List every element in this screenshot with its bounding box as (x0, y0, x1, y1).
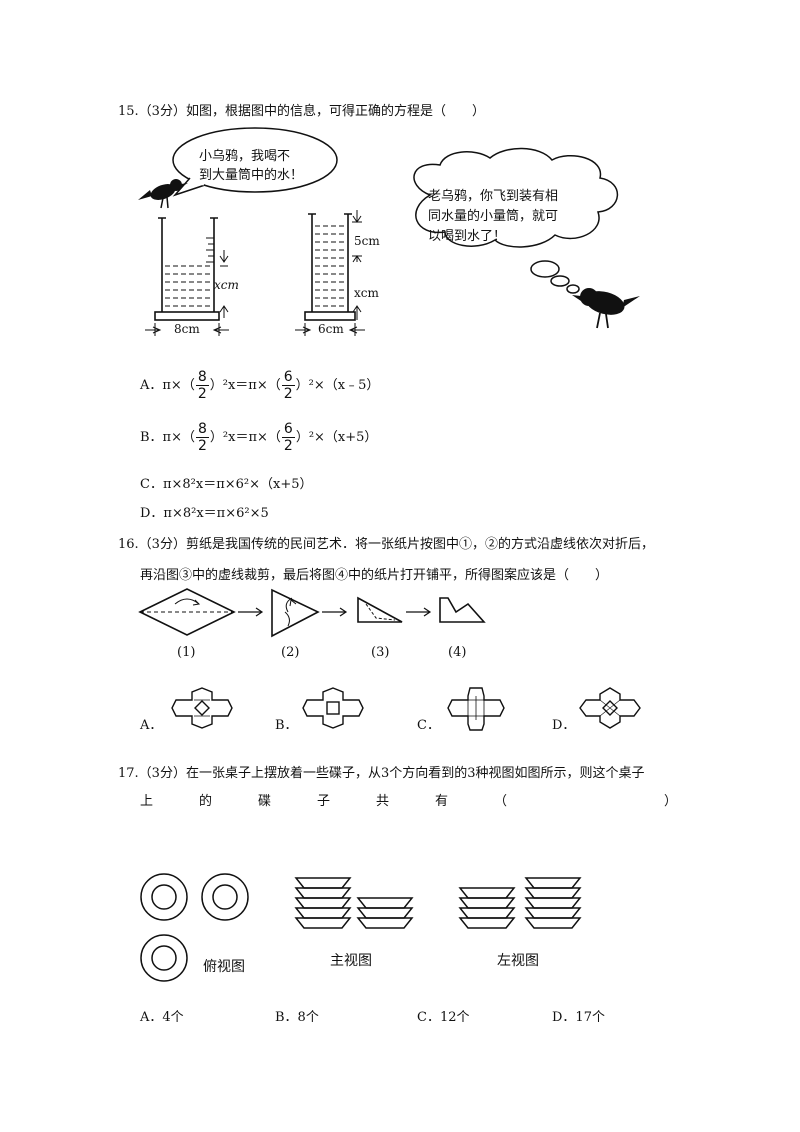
q16-stem-line2: 再沿图③中的虚线裁剪，最后将图④中的纸片打开铺平，所得图案应该是（ ） (140, 568, 609, 583)
label-8cm: 8cm (174, 322, 200, 336)
q17-option-c[interactable]: C．12个 (417, 1010, 470, 1025)
q17-stem-line2: 上 的 碟 子 共 有 （ ） (140, 794, 678, 809)
label-xcm-left: xcm (214, 278, 239, 292)
label-5cm: 5cm (354, 234, 380, 248)
q15-option-d[interactable]: D．π×8²x＝π×6²×5 (140, 506, 269, 521)
right-bubble-line1: 老乌鸦，你飞到装有相 (428, 189, 559, 204)
right-thought-cloud (413, 147, 619, 294)
pattern-b (302, 687, 364, 729)
q16-option-a[interactable]: A． (140, 718, 163, 733)
q17-option-d[interactable]: D．17个 (552, 1010, 605, 1025)
label-6cm: 6cm (318, 322, 344, 336)
step-label-2: (2) (281, 645, 300, 660)
front-view-stacks (294, 877, 414, 929)
step-label-1: (1) (177, 645, 196, 660)
small-cylinder (295, 210, 365, 336)
bird-right-icon (572, 288, 640, 329)
left-bubble-line2: 到大量筒中的水！ (199, 168, 304, 183)
step-label-4: (4) (448, 645, 467, 660)
left-bubble-line1: 小乌鸦，我喝不 (199, 149, 291, 164)
left-view-stacks (458, 877, 582, 929)
q16-option-d[interactable]: D． (552, 718, 576, 733)
q15-figure (138, 127, 640, 336)
pattern-d (579, 687, 641, 729)
q17-option-a[interactable]: A．4个 (140, 1010, 184, 1025)
left-speech-bubble (172, 127, 338, 193)
large-cylinder (145, 217, 229, 336)
right-bubble-line2: 同水量的小量筒，就可 (428, 209, 559, 224)
q15-option-c[interactable]: C．π×8²x＝π×6²×（x+5） (140, 477, 313, 492)
view-front-label: 主视图 (330, 953, 372, 969)
q17-option-b[interactable]: B．8个 (275, 1010, 319, 1025)
right-bubble-line3: 以喝到水了！ (428, 229, 507, 244)
label-xcm-right: xcm (354, 286, 379, 300)
q16-stem-line1: 16.（3分）剪纸是我国传统的民间艺术．将一张纸片按图中①，②的方式沿虚线依次对… (118, 537, 654, 552)
q17-stem-line1: 17.（3分）在一张桌子上摆放着一些碟子，从3个方向看到的3种视图如图所示，则这… (118, 766, 645, 781)
q16-folding-steps (138, 588, 486, 638)
pattern-a (171, 687, 233, 729)
q16-option-b[interactable]: B． (275, 718, 298, 733)
q17-views (140, 873, 582, 982)
q16-option-c[interactable]: C． (417, 718, 440, 733)
top-view-plates (140, 873, 249, 982)
view-left-label: 左视图 (497, 953, 539, 969)
view-top-label: 俯视图 (203, 959, 245, 975)
q15-stem: 15.（3分）如图，根据图中的信息，可得正确的方程是（ ） (118, 104, 485, 119)
pattern-c (447, 687, 505, 731)
q16-option-patterns (171, 687, 641, 731)
step-label-3: (3) (371, 645, 390, 660)
bird-left-icon (138, 179, 188, 209)
